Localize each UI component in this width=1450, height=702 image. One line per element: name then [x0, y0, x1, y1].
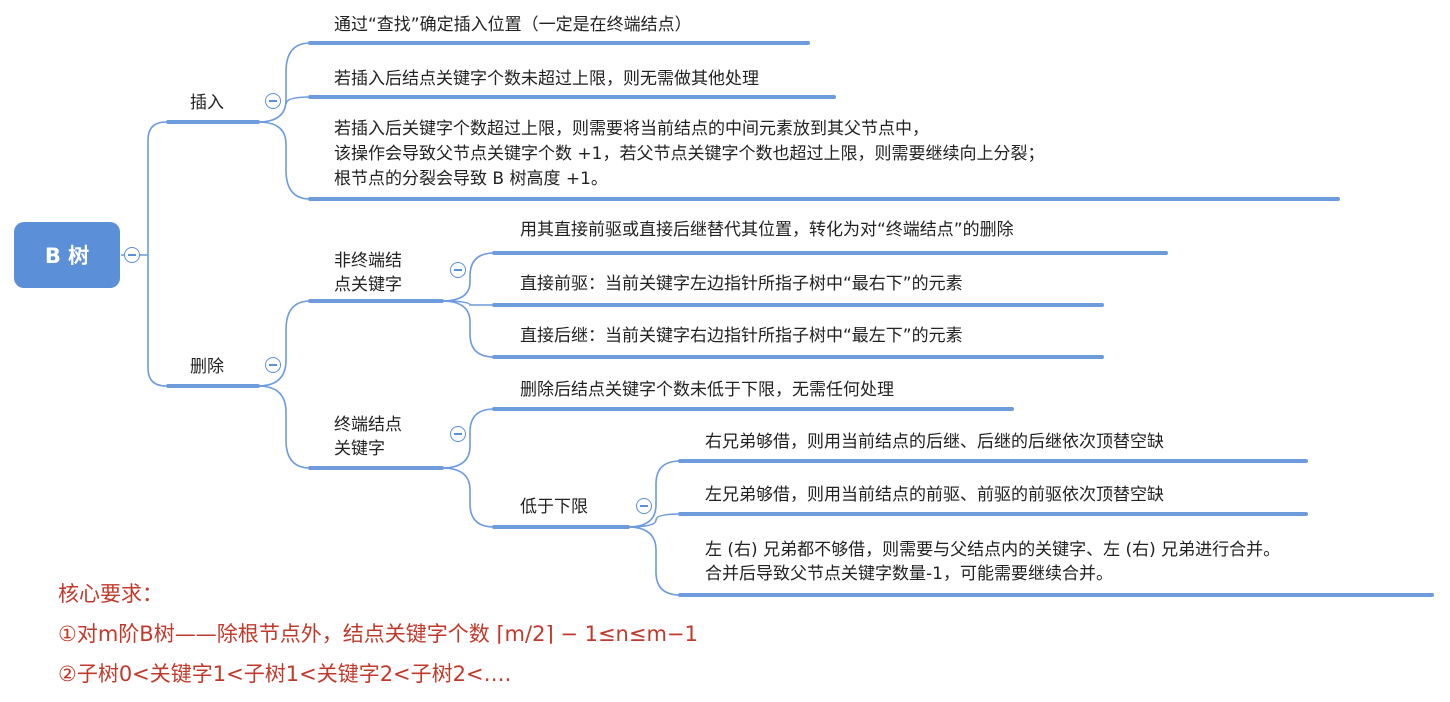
insert-item-3: 若插入后关键字个数超过上限，则需要将当前结点的中间元素放到其父节点中， 该操作会… [334, 118, 1044, 194]
insert-item-3-line-3: 根节点的分裂会导致 B 树高度 +1。 [334, 169, 608, 189]
collapse-nonterminal-icon[interactable] [450, 262, 466, 278]
note-rule-1: ①对m阶B树——除根节点外，结点关键字个数 ⌈m/2⌉ − 1≤n≤m−1 [58, 622, 698, 646]
collapse-below-limit-icon[interactable] [636, 498, 652, 514]
delete-label: 删除 [190, 357, 224, 377]
terminal-label-line-1: 终端结点 [334, 415, 402, 435]
nonterminal-label-line-2: 点关键字 [334, 275, 402, 295]
collapse-terminal-icon[interactable] [450, 426, 466, 442]
collapse-insert-icon[interactable] [265, 93, 281, 109]
below-item-2: 左兄弟够借，则用当前结点的前驱、前驱的前驱依次顶替空缺 [705, 485, 1164, 505]
terminal-label-line-2: 关键字 [334, 439, 385, 459]
nonterminal-label-line-1: 非终端结 [334, 251, 402, 271]
below-limit-label: 低于下限 [520, 497, 588, 517]
insert-item-3-line-2: 该操作会导致父节点关键字个数 +1，若父节点关键字个数也超过上限，则需要继续向上… [334, 144, 1045, 164]
below-item-3-line-1: 左 (右) 兄弟都不够借，则需要与父结点内的关键字、左 (右) 兄弟进行合并。 [705, 540, 1281, 560]
note-rule-2: ②子树0<关键字1<子树1<关键字2<子树2<…. [58, 662, 512, 686]
below-item-1: 右兄弟够借，则用当前结点的后继、后继的后继依次顶替空缺 [705, 432, 1164, 452]
nonterminal-item-3: 直接后继：当前关键字右边指针所指子树中“最左下”的元素 [520, 326, 963, 346]
collapse-delete-icon[interactable] [265, 357, 281, 373]
root-label: B 树 [44, 244, 90, 268]
collapse-root-icon[interactable] [124, 247, 140, 263]
insert-item-3-line-1: 若插入后关键字个数超过上限，则需要将当前结点的中间元素放到其父节点中， [334, 119, 929, 139]
terminal-item-1: 删除后结点关键字个数未低于下限，无需任何处理 [520, 380, 894, 400]
insert-label: 插入 [190, 93, 224, 113]
below-item-3-line-2: 合并后导致父节点关键字数量-1，可能需要继续合并。 [705, 564, 1113, 584]
root-node[interactable]: B 树 [14, 222, 120, 288]
nonterminal-item-2: 直接前驱：当前关键字左边指针所指子树中“最右下”的元素 [520, 274, 963, 294]
insert-item-2: 若插入后结点关键字个数未超过上限，则无需做其他处理 [334, 69, 759, 89]
note-heading: 核心要求： [58, 582, 163, 606]
nonterminal-item-1: 用其直接前驱或直接后继替代其位置，转化为对“终端结点”的删除 [520, 220, 1014, 240]
insert-item-1: 通过“查找”确定插入位置（一定是在终端结点） [334, 15, 692, 35]
